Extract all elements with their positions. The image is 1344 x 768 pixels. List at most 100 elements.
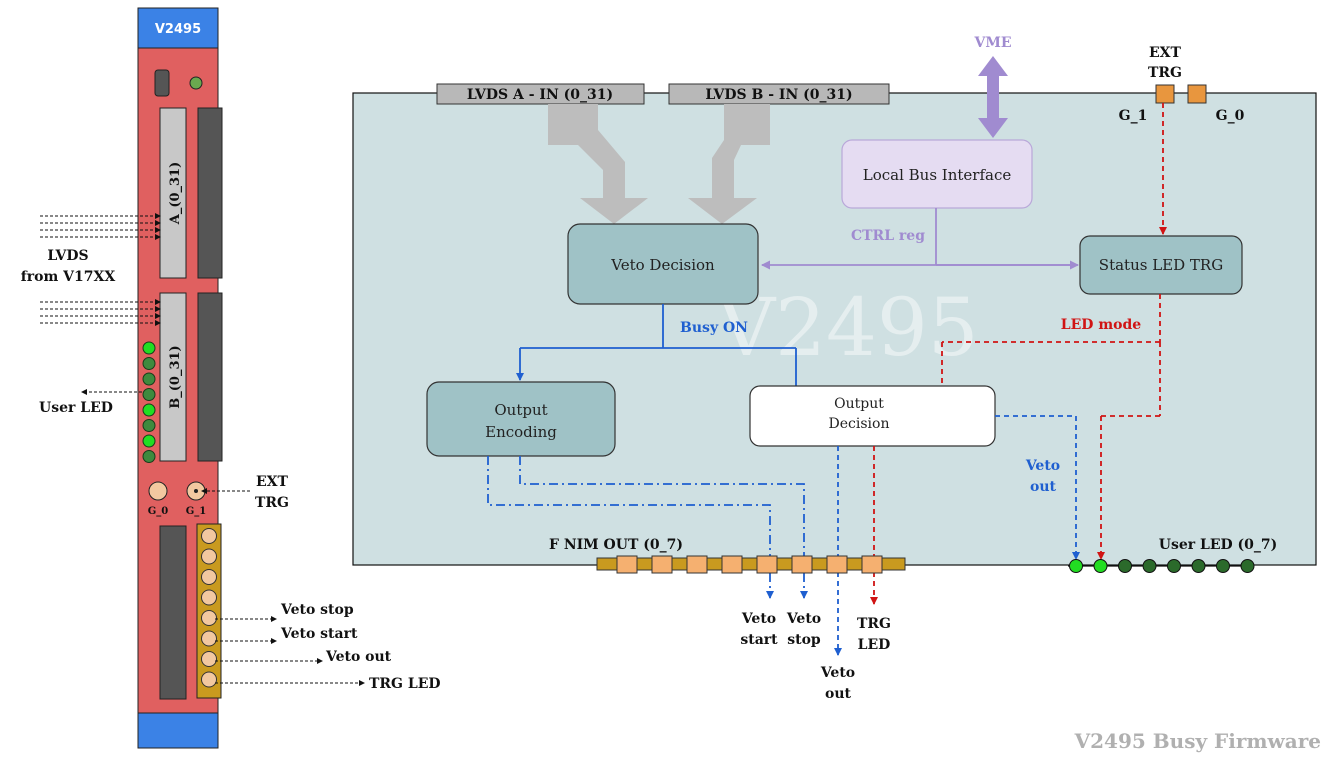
ext-trg-top-line2: TRG [1148,65,1182,81]
user-led-row [1069,559,1255,573]
panel-out-veto-start: Veto start [280,626,358,642]
bottom-trg-led-line1: TRG [857,616,891,632]
lvds-a-label: LVDS A - IN (0_31) [467,87,613,103]
fnim-port-7 [861,555,883,574]
bottom-veto-stop-line1: Veto [786,611,821,627]
lvds-b-label: LVDS B - IN (0_31) [705,87,852,103]
port-b-slot [197,292,223,462]
screw-icon [189,76,203,90]
fnim-port-5 [791,555,813,574]
port-a-connector [159,107,187,279]
busy-on-label: Busy ON [680,320,748,336]
footer-title: V2495 Busy Firmware [1074,729,1321,753]
v2495-module-panel: V2495 A_(0_31) B_(0_31) G_0 G_1 [137,7,223,749]
panel-out-trg-led: TRG LED [369,676,441,692]
lemo-g1-label: G_1 [186,506,207,517]
user-led-5 [1191,559,1206,573]
veto-decision-label: Veto Decision [610,256,715,274]
fnim-port-1 [651,555,673,574]
lvds-label-line1: LVDS [47,248,88,264]
panel-led-2 [142,372,156,386]
panel-led-1 [142,357,156,370]
user-led-0 [1069,559,1083,573]
status-led-trg-label: Status LED TRG [1099,256,1223,274]
board-watermark: V2495 [716,281,978,374]
user-led-out-label: User LED (0_7) [1159,537,1278,553]
module-name: V2495 [155,22,201,37]
panel-out-veto-stop: Veto stop [280,602,354,618]
lvds-b-tab [668,83,890,105]
lvds-a-flow-arrow [548,104,648,224]
panel-led-4 [142,403,156,417]
veto-out-led-line [995,415,1080,560]
user-led-2 [1118,559,1132,573]
fnim-port-2 [686,555,708,574]
g1-label: G_1 [1119,108,1148,124]
firmware-board [352,92,1317,566]
panel-ext-trg-line1: EXT [256,474,289,490]
output-encoding-line2: Encoding [485,423,557,441]
panel-top-cap [137,7,219,49]
ext-trg-g0-port [1187,84,1207,104]
panel-bottom-cap [137,712,219,749]
bottom-trg-led-line2: LED [858,637,891,653]
ext-trg-g1-port [1155,84,1175,104]
bottom-veto-out-line2: out [825,686,852,702]
lemo-g1-center [194,489,198,493]
led-mode-lines [938,294,1161,560]
busy-on-lines [516,304,800,394]
output-encoding-block [426,381,616,457]
panel-led-6 [142,434,156,448]
lvds-b-flow-arrow [688,104,770,224]
ctrl-reg-label: CTRL reg [851,228,925,244]
bottom-veto-start-line2: start [740,632,778,648]
panel-io-lemo-2 [201,569,217,585]
user-led-6 [1216,559,1230,573]
lvds-a-tab [436,83,645,105]
led-mode-label: LED mode [1061,317,1141,333]
output-decision-line1: Output [834,396,884,412]
fnim-port-3 [721,555,743,574]
veto-out-side-line2: out [1030,479,1057,495]
nim-io-connectors [201,528,217,688]
port-a-label: A_(0_31) [168,162,183,226]
ext-trg-top-line1: EXT [1149,45,1182,61]
panel-led-7 [142,450,156,463]
fnim-port-0 [616,555,638,574]
fnim-out-strip [596,557,906,571]
g0-label: G_0 [1216,108,1245,124]
panel-led-3 [142,388,156,401]
port-b-label: B_(0_31) [168,345,183,408]
fnim-out-label: F NIM OUT (0_7) [549,537,683,553]
output-encoding-lines [487,456,808,599]
user-led-1 [1093,559,1108,573]
panel-led-column [142,341,156,463]
vme-label: VME [973,35,1011,51]
fnim-port-6 [826,555,848,574]
output-encoding-line1: Output [494,401,547,419]
panel-io-lemo-1 [201,548,217,565]
panel-led-0 [142,341,156,355]
port-b-connector [159,292,187,462]
fnim-port-4 [756,555,778,574]
bottom-veto-out-line1: Veto [820,665,855,681]
lower-slot [159,525,187,700]
lvds-input-arrows [40,213,161,326]
vme-bus-arrow [978,56,1008,138]
panel-io-lemo-4 [201,610,217,626]
panel-io-lemo-0 [201,528,217,544]
panel-out-veto-out: Veto out [325,649,392,665]
lemo-g0-connector [148,481,168,501]
local-bus-interface-block [841,139,1033,209]
user-led-7 [1240,559,1255,573]
user-led-4 [1167,559,1181,573]
user-led-3 [1142,559,1157,573]
veto-out-side-line1: Veto [1025,458,1060,474]
output-decision-line2: Decision [829,416,890,432]
status-led-trg-block [1079,235,1243,295]
local-bus-interface-label: Local Bus Interface [863,166,1012,184]
usb-connector-icon [154,69,170,97]
bottom-veto-stop-line2: stop [787,632,821,648]
port-a-slot [197,107,223,279]
bottom-veto-start-line1: Veto [741,611,776,627]
